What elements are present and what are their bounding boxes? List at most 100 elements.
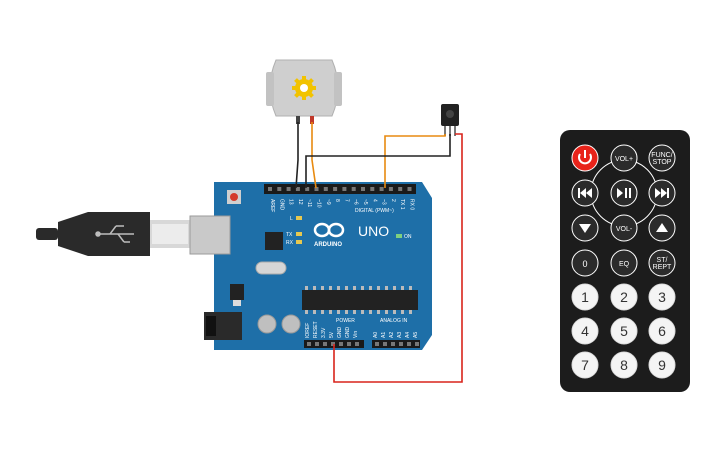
header-pin-hole[interactable] — [342, 187, 347, 191]
header-pin-hole[interactable] — [383, 342, 387, 346]
header-pin-hole[interactable] — [370, 187, 375, 191]
play-pause-button[interactable] — [610, 179, 638, 207]
digit-button-2[interactable]: 2 — [610, 283, 638, 311]
header-pin-hole[interactable] — [315, 342, 319, 346]
svg-text:0: 0 — [582, 259, 587, 269]
chip-pin — [385, 286, 388, 290]
chip-pin — [369, 310, 372, 314]
pin-label: RESET — [313, 321, 319, 338]
header-pin-hole[interactable] — [375, 342, 379, 346]
wires — [295, 122, 463, 383]
capacitor — [281, 314, 301, 334]
header-pin-hole[interactable] — [398, 187, 403, 191]
digit-button-6[interactable]: 6 — [648, 317, 676, 345]
led-l-label: L — [290, 216, 293, 222]
pin-label: ~6 — [353, 199, 359, 205]
next-button[interactable] — [648, 179, 676, 207]
eq-button[interactable]: EQ — [610, 249, 638, 277]
chip-pin — [305, 286, 308, 290]
wire-motor-gnd — [295, 122, 299, 189]
tx-label: TX — [286, 232, 293, 238]
chip-pin — [401, 286, 404, 290]
vol-down-button[interactable]: VOL- — [610, 214, 638, 242]
header-pin-hole[interactable] — [339, 342, 343, 346]
chip-pin — [329, 286, 332, 290]
down-button[interactable] — [571, 214, 599, 242]
power-button[interactable] — [571, 144, 599, 172]
chip-pin — [345, 286, 348, 290]
digit-button-3[interactable]: 3 — [648, 283, 676, 311]
digit-button-7[interactable]: 7 — [571, 351, 599, 379]
header-pin-hole[interactable] — [323, 187, 328, 191]
header-pin-hole[interactable] — [355, 342, 359, 346]
header-pin-hole[interactable] — [331, 342, 335, 346]
ir-receiver[interactable] — [441, 104, 459, 136]
chip-pin — [385, 310, 388, 314]
digital-header — [264, 184, 416, 194]
pin-label: GND — [345, 327, 351, 339]
chip-pin — [353, 286, 356, 290]
digit-button-9[interactable]: 9 — [648, 351, 676, 379]
header-pin-hole[interactable] — [399, 342, 403, 346]
wire-motor-pin12 — [311, 122, 317, 189]
pin-label: A4 — [405, 332, 411, 338]
pin-label: 2 — [390, 199, 396, 202]
pin-label: 8 — [334, 199, 340, 202]
header-pin-hole[interactable] — [286, 187, 291, 191]
pin-label: ~9 — [325, 199, 331, 205]
chip-pin — [345, 310, 348, 314]
ir-remote[interactable]: VOL+ FUNC/STOP — [560, 130, 690, 392]
usb-icon — [95, 225, 134, 243]
header-pin-hole[interactable] — [295, 187, 300, 191]
header-pin-hole[interactable] — [351, 187, 356, 191]
dc-motor[interactable] — [266, 59, 342, 124]
header-pin-hole[interactable] — [407, 187, 412, 191]
header-pin-hole[interactable] — [415, 342, 419, 346]
header-pin-hole[interactable] — [333, 187, 338, 191]
header-pin-hole[interactable] — [347, 342, 351, 346]
header-pin-hole[interactable] — [314, 187, 319, 191]
header-pin-hole[interactable] — [388, 187, 393, 191]
digit-button-5[interactable]: 5 — [610, 317, 638, 345]
chip-pin — [409, 286, 412, 290]
header-pin-hole[interactable] — [323, 342, 327, 346]
chip-pin — [393, 310, 396, 314]
prev-button[interactable] — [571, 179, 599, 207]
header-pin-hole[interactable] — [268, 187, 272, 191]
st-rept-button[interactable]: ST/REPT — [648, 249, 676, 277]
chip-pin — [305, 310, 308, 314]
chip-pin — [377, 286, 380, 290]
usb-port — [189, 215, 231, 255]
pin-label: 12 — [297, 199, 303, 205]
vol-up-button[interactable]: VOL+ — [610, 144, 638, 172]
header-pin-hole[interactable] — [391, 342, 395, 346]
func-stop-label-1: FUNC/ — [651, 152, 672, 159]
next-icon — [655, 188, 669, 198]
digit-button-4[interactable]: 4 — [571, 317, 599, 345]
arrow-down-icon — [579, 224, 591, 233]
reset-button[interactable] — [227, 190, 241, 204]
header-pin-hole[interactable] — [307, 342, 311, 346]
digit-button-8[interactable]: 8 — [610, 351, 638, 379]
arrow-up-icon — [656, 223, 668, 232]
header-pin-hole[interactable] — [305, 187, 310, 191]
header-pin-hole[interactable] — [277, 187, 282, 191]
pin-label: IOREF — [305, 323, 311, 338]
capacitor — [257, 314, 277, 334]
pin-label: A2 — [389, 332, 395, 338]
header-pin-hole[interactable] — [379, 187, 384, 191]
digit-button-1[interactable]: 1 — [571, 283, 599, 311]
zero-button[interactable]: 0 — [571, 249, 599, 277]
pin-label: TX 1 — [399, 199, 405, 210]
svg-text:VOL-: VOL- — [616, 226, 633, 233]
pin-label: 3.3V — [321, 327, 327, 338]
wire-ir-gnd — [305, 134, 451, 188]
header-pin-hole[interactable] — [407, 342, 411, 346]
chip-pin — [337, 286, 340, 290]
usb-cable[interactable] — [36, 212, 190, 256]
header-pin-hole[interactable] — [361, 187, 365, 191]
power-icon — [578, 150, 592, 165]
func-stop-button[interactable]: FUNC/STOP — [648, 144, 676, 172]
up-button[interactable] — [648, 214, 676, 242]
